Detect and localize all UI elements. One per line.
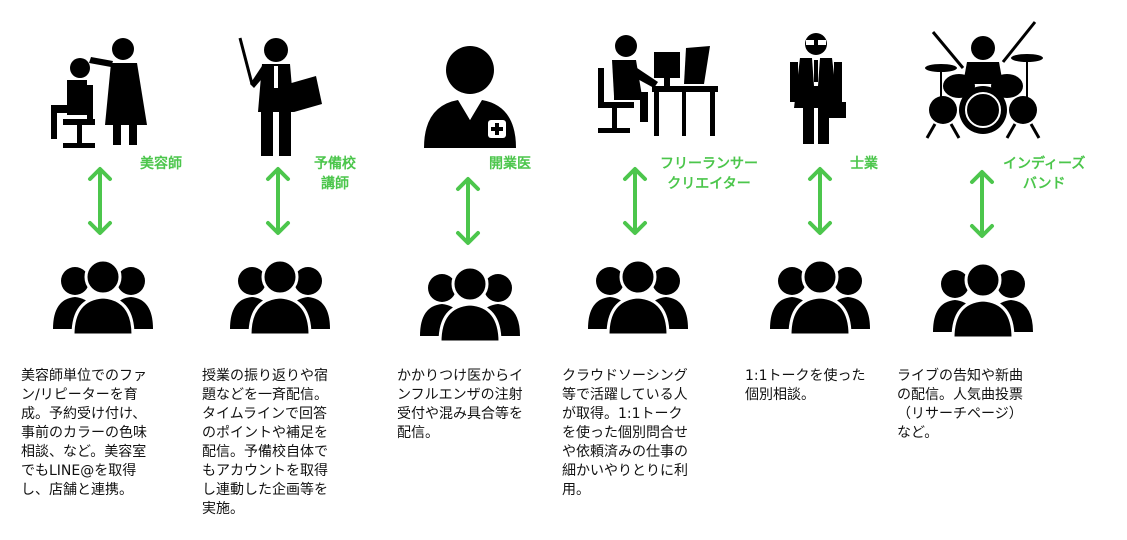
- column-freelance: フリーランサー クリエイター クラウドソーシング 等で活躍している人 が取得。1…: [560, 0, 760, 540]
- column-shigyou: 士業 1:1トークを使った 個別相談。: [740, 0, 910, 540]
- column-description: ライブの告知や新曲 の配信。人気曲投票 （リサーチページ） など。: [897, 368, 1023, 441]
- column-description: 授業の振り返りや宿 題などを一斉配信。 タイムラインで回答 のポイントや補足を …: [202, 368, 328, 517]
- audience-group-icon: [420, 265, 520, 344]
- column-description: かかりつけ医からイ ンフルエンザの注射 受付や混み具合等を 配信。: [397, 368, 524, 441]
- column-yobikou: 予備校講師 授業の振り返りや宿 題などを一斉配信。 タイムラインで回答 のポイン…: [190, 0, 360, 540]
- double-arrow-icon: [623, 167, 647, 235]
- double-arrow-icon: [266, 167, 290, 235]
- double-arrow-icon: [808, 167, 832, 235]
- double-arrow-icon: [456, 177, 480, 245]
- lawyer-icon: [790, 33, 846, 144]
- role-label: 開業医: [489, 156, 531, 172]
- column-description: 1:1トークを使った 個別相談。: [745, 368, 866, 403]
- drummer-icon: [925, 21, 1043, 139]
- role-label: フリーランサー クリエイター: [660, 156, 758, 192]
- audience-group-icon: [933, 261, 1033, 340]
- double-arrow-icon: [88, 167, 112, 235]
- double-arrow-icon: [970, 170, 994, 238]
- column-description: クラウドソーシング 等で活躍している人 が取得。1:1トーク を使った個別問合せ…: [562, 368, 688, 498]
- column-indies: インディーズ バンド ライブの告知や新曲 の配信。人気曲投票 （リサーチページ）…: [895, 0, 1115, 540]
- role-label: 美容師: [140, 156, 182, 172]
- doctor-icon: [424, 46, 516, 148]
- audience-group-icon: [53, 258, 153, 337]
- role-label: インディーズ バンド: [1003, 156, 1086, 192]
- teacher-icon: [238, 37, 322, 156]
- role-label: 予備校講師: [314, 156, 356, 192]
- hairdresser-icon: [51, 38, 147, 148]
- audience-group-icon: [588, 258, 688, 337]
- audience-group-icon: [230, 258, 330, 337]
- role-label: 士業: [850, 156, 878, 172]
- audience-group-icon: [770, 258, 870, 337]
- freelancer-at-desk-icon: [598, 35, 718, 136]
- column-kaigyoui: 開業医 かかりつけ医からイ ンフルエンザの注射 受付や混み具合等を 配信。: [385, 0, 555, 540]
- column-biyoushi: 美容師 美容師単位でのファ ン/リピーターを育 成。予約受け付け、 事前のカラー…: [15, 0, 185, 540]
- column-description: 美容師単位でのファ ン/リピーターを育 成。予約受け付け、 事前のカラーの色味 …: [21, 368, 147, 498]
